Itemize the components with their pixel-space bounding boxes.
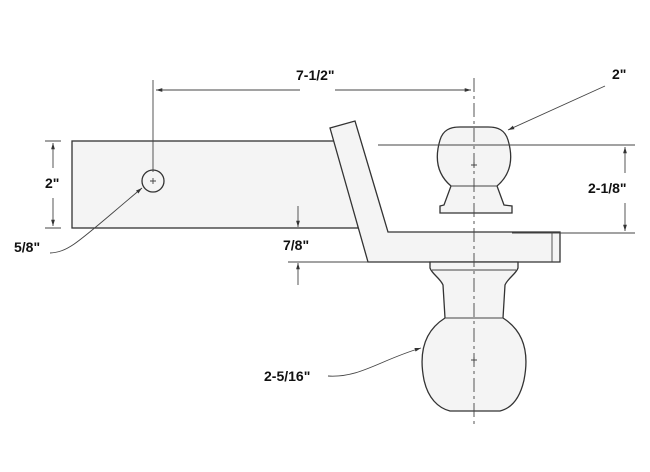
top-ball-2in xyxy=(436,126,513,214)
dim-label-bottom-ball: 2-5/16" xyxy=(264,368,310,384)
dim-label-pin-hole: 5/8" xyxy=(14,239,40,255)
shank-height-extension-lines xyxy=(45,140,61,229)
dim-label-drop: 7/8" xyxy=(283,237,309,253)
leader-pin-hole xyxy=(49,187,143,254)
leader-top-ball xyxy=(507,85,606,131)
dim-label-rise: 2-1/8" xyxy=(588,180,627,196)
bottom-ball-collar-lines xyxy=(432,269,516,319)
receiver-shank xyxy=(71,140,359,229)
dim-label-top-ball: 2" xyxy=(612,66,626,82)
leader-bottom-ball xyxy=(327,347,422,377)
dim-label-shank-height: 2" xyxy=(45,175,59,191)
pin-hole-center-mark xyxy=(150,178,156,184)
dim-label-7-1-2: 7-1/2" xyxy=(296,67,335,83)
